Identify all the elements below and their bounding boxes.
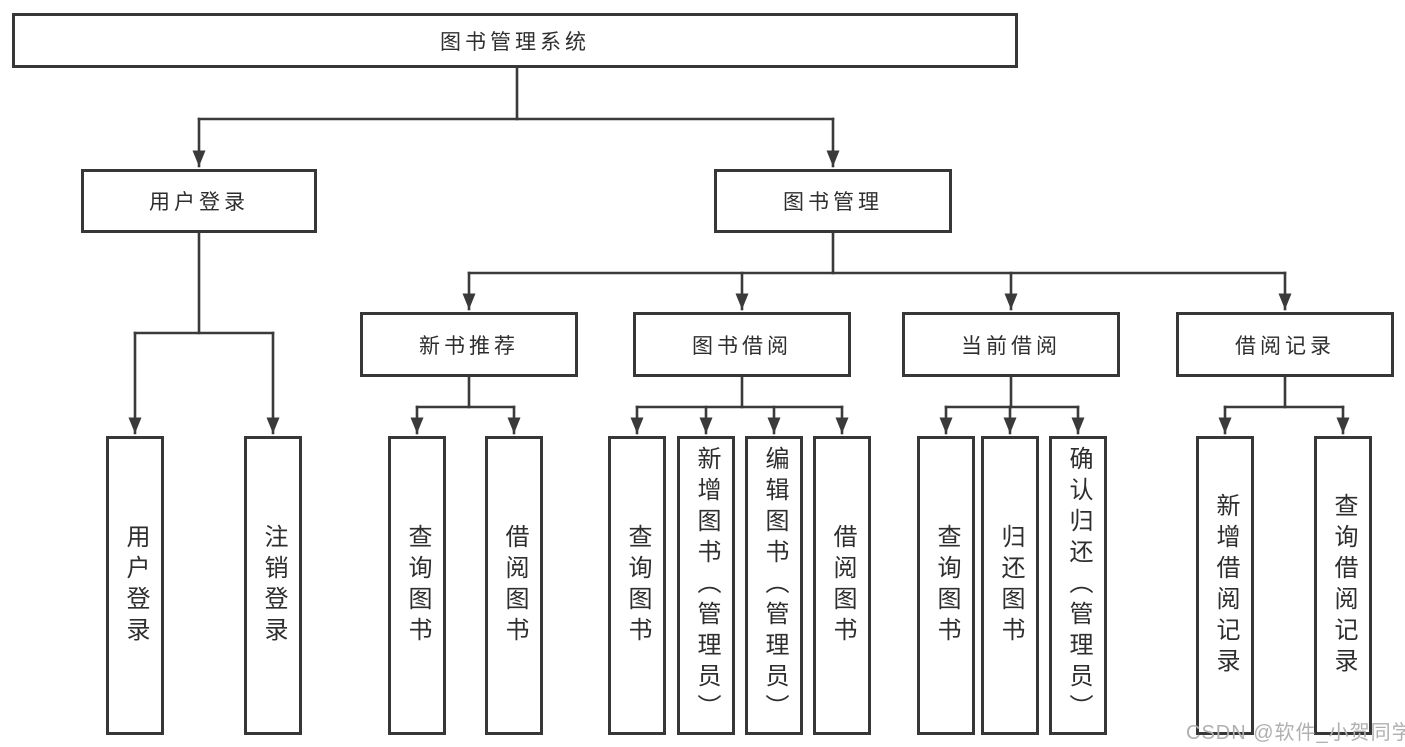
watermark-text: CSDN @软件_小贺同学	[1186, 722, 1405, 744]
leaf-query-books-current: 查询图书	[917, 436, 975, 735]
leaf-query-borrow-record-label: 查询借阅记录	[1330, 492, 1357, 679]
node-user-login: 用户登录	[81, 169, 317, 233]
node-current-borrow-label: 当前借阅	[961, 334, 1061, 358]
node-root: 图书管理系统	[12, 13, 1018, 68]
node-root-label: 图书管理系统	[440, 30, 590, 54]
leaf-borrow-books: 借阅图书	[813, 436, 871, 735]
leaf-user-login-label: 用户登录	[122, 523, 149, 648]
node-borrow-records: 借阅记录	[1176, 312, 1394, 377]
connector-user-login	[128, 231, 280, 435]
connector-current-borrow	[939, 375, 1085, 435]
leaf-add-borrow-record-label: 新增借阅记录	[1212, 492, 1239, 679]
leaf-add-book-admin: 新增图书（管理员）	[677, 436, 735, 735]
leaf-user-login: 用户登录	[106, 436, 164, 735]
leaf-edit-book-admin-label: 编辑图书（管理员）	[761, 446, 788, 725]
leaf-return-books: 归还图书	[981, 436, 1039, 735]
leaf-confirm-return-admin-label: 确认归还（管理员）	[1065, 446, 1092, 725]
leaf-borrow-books-label: 借阅图书	[829, 523, 856, 648]
connector-root	[192, 66, 840, 168]
leaf-query-books-borrow: 查询图书	[608, 436, 666, 735]
node-book-borrow-label: 图书借阅	[692, 334, 792, 358]
leaf-edit-book-admin: 编辑图书（管理员）	[745, 436, 803, 735]
leaf-add-book-admin-label: 新增图书（管理员）	[693, 446, 720, 725]
node-book-management-label: 图书管理	[783, 191, 883, 214]
node-book-management: 图书管理	[714, 169, 952, 233]
leaf-add-borrow-record: 新增借阅记录	[1196, 436, 1254, 735]
leaf-logout-login: 注销登录	[244, 436, 302, 735]
leaf-query-books-recommend: 查询图书	[388, 436, 446, 735]
leaf-borrow-books-recommend: 借阅图书	[485, 436, 543, 735]
connector-book-borrow	[630, 375, 849, 435]
node-current-borrow: 当前借阅	[902, 312, 1120, 377]
node-new-book-recommend: 新书推荐	[360, 312, 578, 377]
node-book-borrow: 图书借阅	[633, 312, 851, 377]
node-new-book-recommend-label: 新书推荐	[419, 334, 519, 358]
leaf-confirm-return-admin: 确认归还（管理员）	[1049, 436, 1107, 735]
leaf-query-books-current-label: 查询图书	[933, 523, 960, 648]
connector-new-book-recommend	[410, 375, 521, 435]
connector-borrow-records	[1218, 375, 1350, 435]
leaf-borrow-books-recommend-label: 借阅图书	[501, 523, 528, 648]
node-borrow-records-label: 借阅记录	[1235, 334, 1335, 358]
leaf-query-borrow-record: 查询借阅记录	[1314, 436, 1372, 735]
leaf-query-books-borrow-label: 查询图书	[624, 523, 651, 648]
connector-book-management	[462, 231, 1292, 311]
node-user-login-label: 用户登录	[149, 191, 249, 214]
leaf-logout-login-label: 注销登录	[260, 523, 287, 648]
leaf-return-books-label: 归还图书	[997, 523, 1024, 648]
leaf-query-books-recommend-label: 查询图书	[404, 523, 431, 648]
